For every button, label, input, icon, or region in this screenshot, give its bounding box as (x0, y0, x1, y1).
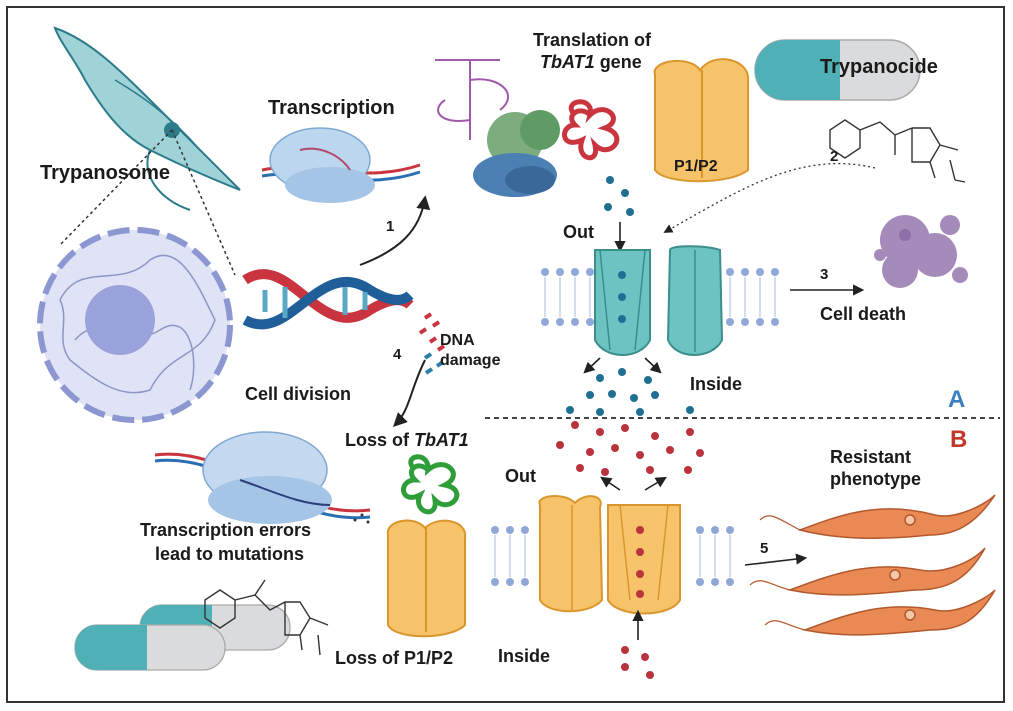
ribosome-icon (435, 59, 560, 197)
label-resistant-line2: phenotype (830, 469, 922, 489)
dna-helix-icon (242, 269, 414, 330)
p1p2-transporter-top-icon (653, 58, 750, 183)
label-trypanosome: Trypanosome (40, 162, 171, 184)
transporter-teal-open (594, 249, 651, 356)
label-translation-line1: Translation of (533, 30, 652, 50)
label-trypanocide: Trypanocide (820, 56, 938, 78)
step-4: 4 (393, 346, 402, 363)
drug-structure-bottom-icon (204, 579, 329, 656)
label-inside-a: Inside (690, 374, 743, 394)
label-transcription-errors-line2: lead to mutations (155, 544, 305, 564)
step-5: 5 (760, 540, 769, 557)
label-dna-damage-line1: DNA (440, 332, 475, 349)
transcription-error-polymerase-icon (154, 431, 371, 524)
label-loss-p1p2: Loss of P1/P2 (335, 648, 454, 668)
label-resistant-line1: Resistant (830, 447, 912, 467)
drug-molecules-out-b (556, 421, 704, 476)
label-out-a: Out (563, 222, 594, 242)
transporter-orange-closed (538, 495, 604, 613)
drug-molecules-top (604, 176, 634, 216)
dead-cell-icon (874, 215, 968, 288)
zoom-line-left (59, 129, 173, 246)
step5-arrow (744, 553, 808, 566)
drug-molecules-inside-b (621, 646, 654, 679)
zoom-line-right (171, 129, 236, 276)
label-transcription: Transcription (268, 97, 395, 119)
resistant-parasites-icon (787, 494, 996, 636)
step-1: 1 (386, 218, 395, 235)
step1-arrow (359, 195, 431, 266)
step-2: 2 (830, 148, 839, 165)
label-transcription-errors-line1: Transcription errors (140, 520, 312, 540)
trypanocide-capsule-icon (754, 39, 921, 101)
label-dna-damage-line2: damage (440, 352, 501, 369)
parasite-flagella (749, 515, 806, 631)
protein-tangle-green-icon (401, 454, 460, 515)
membrane-a (541, 268, 779, 326)
transporter-orange-open (607, 504, 681, 615)
label-translation-line2: TbAT1 gene (540, 52, 642, 73)
drug-capsules-bottom-icon (74, 604, 291, 671)
label-inside-b: Inside (498, 646, 551, 666)
efflux-arrow-left (600, 476, 621, 491)
figure-border (6, 6, 1005, 703)
protein-tangle-red-icon (562, 99, 620, 161)
label-loss-gene: TbAT1 (414, 430, 469, 450)
transcription-polymerase-icon (261, 127, 421, 203)
step4-arrow (393, 359, 426, 427)
membrane-b (491, 526, 734, 586)
inside-arrow-right (644, 357, 662, 374)
panel-label-a: A (948, 386, 966, 413)
transporter-teal-closed (666, 245, 724, 356)
panel-label-b: B (950, 426, 968, 453)
drug-molecules-inside-a (566, 368, 694, 416)
label-cell-death: Cell death (820, 304, 907, 324)
p1p2-transporter-bottom-icon (386, 519, 467, 638)
label-translation-gene: TbAT1 (540, 52, 595, 72)
step-3: 3 (820, 266, 829, 283)
label-loss-tbat1: Loss of TbAT1 (345, 430, 469, 451)
inside-arrow-left (583, 357, 601, 374)
label-p1p2-top: P1/P2 (674, 158, 718, 175)
label-translation-gene-word: gene (599, 52, 642, 72)
label-loss-of: Loss of (345, 430, 410, 450)
efflux-arrow-right (644, 476, 667, 491)
drug-structure-top-icon (829, 119, 966, 183)
nucleus-icon (37, 227, 233, 423)
dna-fragments-icon (418, 312, 446, 375)
label-cell-division: Cell division (245, 384, 352, 404)
label-out-b: Out (505, 466, 536, 486)
